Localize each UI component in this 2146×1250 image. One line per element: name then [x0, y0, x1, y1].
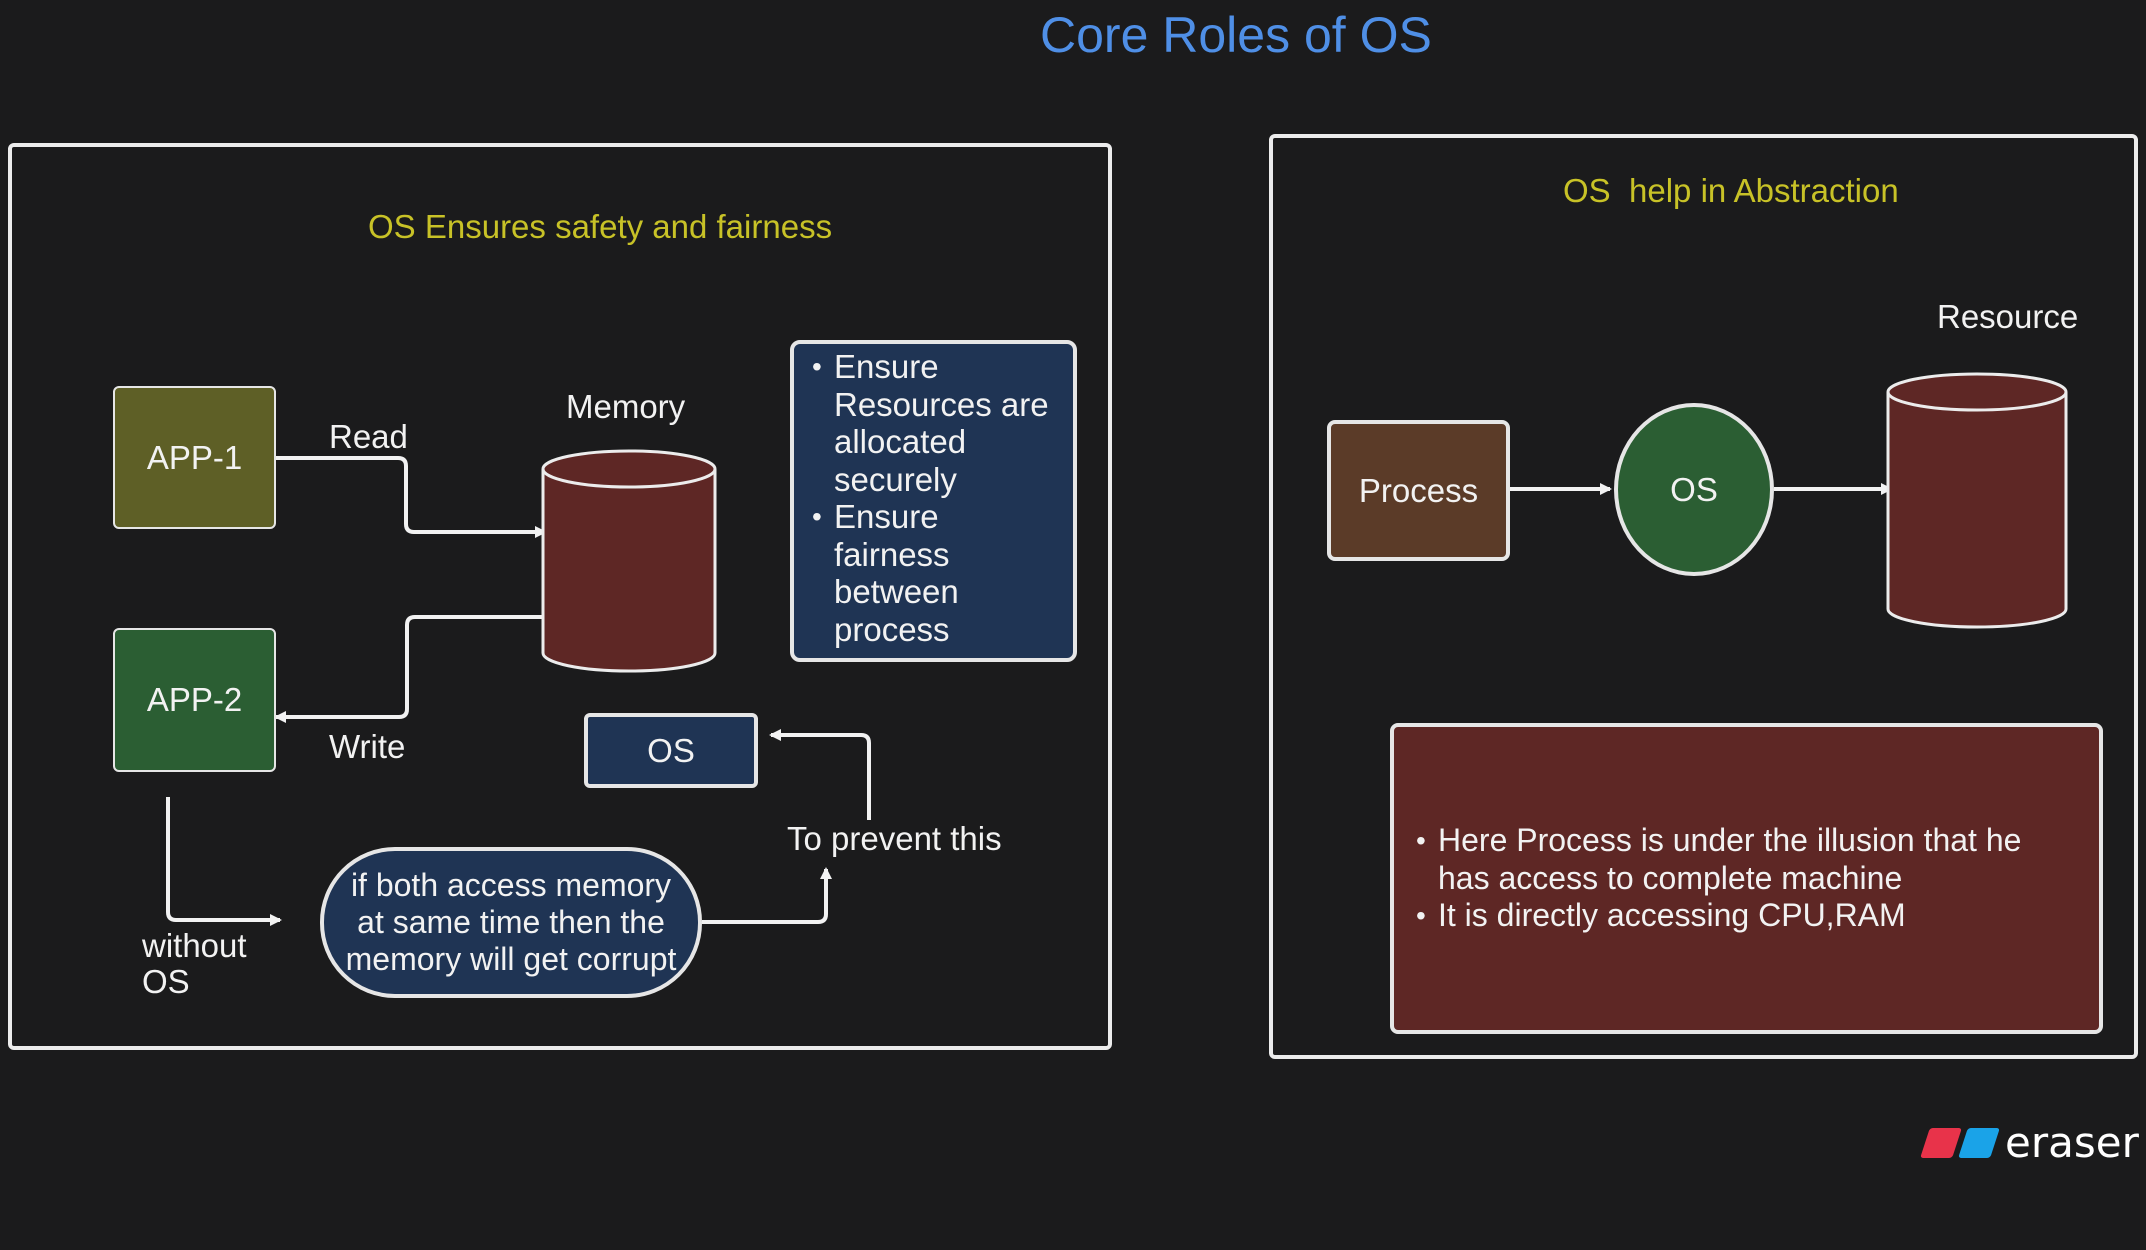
resource-label: Resource: [1937, 298, 2079, 335]
eraser-logo-icon: [1920, 1127, 2000, 1158]
os-circle-label: OS: [1670, 470, 1718, 508]
security-fairness-note: Ensure Resources are allocated securely …: [790, 340, 1077, 662]
app1-label: APP-1: [146, 438, 243, 476]
resource-cylinder: [1886, 372, 2068, 629]
bullet-illusion: Here Process is under the illusion that …: [1416, 822, 2021, 897]
without-os-arrow: [166, 797, 282, 926]
bullet-direct-access: It is directly accessing CPU,RAM: [1416, 897, 2021, 935]
write-arrow: [274, 615, 543, 723]
safety-fairness-title: OS Ensures safety and fairness: [368, 208, 833, 245]
os-circle: OS: [1614, 403, 1774, 576]
app2-label: APP-2: [146, 681, 243, 718]
os-box-label: OS: [647, 731, 695, 769]
read-arrow: [276, 456, 547, 538]
page-title: Core Roles of OS: [1040, 7, 1432, 63]
corruption-note: if both access memory at same time then …: [320, 847, 702, 998]
app2-box: APP-2: [113, 628, 276, 772]
bullet-resources: Ensure Resources are allocated securely: [812, 348, 1049, 498]
abstraction-frame: [1269, 134, 2138, 1059]
app1-box: APP-1: [113, 386, 276, 529]
os-box: OS: [584, 713, 758, 788]
eraser-logo: eraser: [1920, 1118, 2139, 1167]
bullet-fairness: Ensure fairness between process: [812, 498, 1049, 648]
memory-cylinder: [541, 449, 717, 673]
without-os-label: without OS: [142, 927, 247, 1000]
process-box: Process: [1327, 420, 1510, 561]
logo-blue-shape: [1958, 1127, 2000, 1158]
prevent-arrow: [702, 867, 832, 924]
abstraction-note: Here Process is under the illusion that …: [1390, 723, 2103, 1034]
read-label: Read: [329, 418, 408, 455]
abstraction-title: OS help in Abstraction: [1563, 172, 1899, 209]
logo-red-shape: [1920, 1127, 1962, 1158]
safety-fairness-frame: [8, 143, 1112, 1050]
os-arrow: [769, 729, 871, 820]
prevent-label: To prevent this: [787, 820, 1002, 857]
memory-label: Memory: [566, 388, 686, 425]
write-label: Write: [329, 728, 406, 765]
eraser-logo-text: eraser: [2005, 1118, 2139, 1167]
process-label: Process: [1358, 471, 1479, 509]
